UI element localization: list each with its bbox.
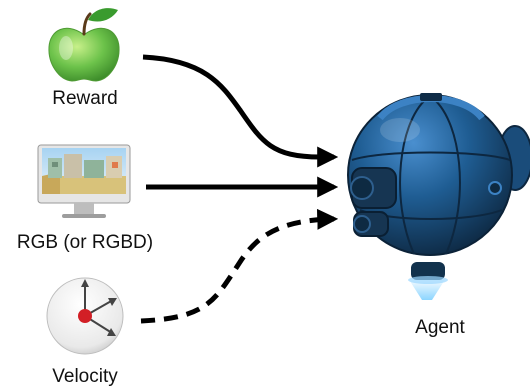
velocity-arrow [140, 208, 339, 324]
apple-icon [48, 8, 120, 82]
velocity-label: Velocity [52, 366, 118, 387]
agent-label: Agent [415, 317, 465, 338]
velocity-dial-icon [46, 277, 124, 355]
rgb-label: RGB (or RGBD) [17, 232, 153, 253]
robot-sphere-icon [347, 93, 530, 300]
monitor-icon [37, 144, 131, 218]
reward-label: Reward [52, 88, 117, 109]
reward-arrow [142, 54, 339, 168]
